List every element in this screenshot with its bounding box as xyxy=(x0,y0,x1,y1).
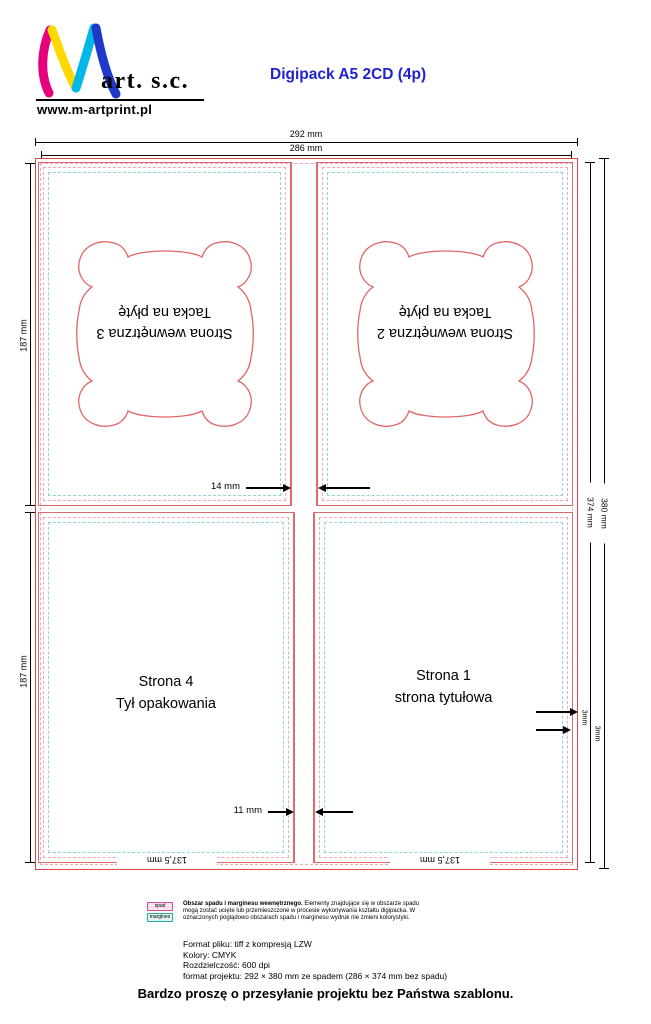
file-info-project-format: format projektu: 292 × 380 mm ze spadem … xyxy=(183,970,448,981)
spine-top-arrow-right-head xyxy=(318,484,326,492)
spine-top-arrow-left-head xyxy=(283,484,291,492)
spine-top-arrow-left-line xyxy=(246,487,283,489)
bleed-arrow-2-line xyxy=(536,729,563,731)
legend-title: Obszar spadu i marginesu wewnętrznego. xyxy=(183,901,303,907)
spine-bottom-arrow-left-line xyxy=(268,811,286,813)
bottom-right-width-label: 137,5 mm xyxy=(390,855,490,865)
spine-bottom-arrow-right-line xyxy=(323,811,353,813)
website-url: www.m-artprint.pl xyxy=(37,102,153,117)
spine-bottom-arrow-left-head xyxy=(286,808,294,816)
bleed-arrow-2-head xyxy=(563,726,571,734)
logo-divider xyxy=(36,99,204,101)
panel-1-line2: strona tytułowa xyxy=(394,690,493,706)
dim-width-outer-label: 292 mm xyxy=(256,129,356,139)
dim-tick xyxy=(571,151,572,159)
bleed-arrow-1-head xyxy=(570,708,578,716)
panel-2-line2: Tacka na płytę xyxy=(398,304,492,320)
file-info-format: Format pliku: tiff z kompresją LZW xyxy=(183,939,312,949)
brand-name: art. s.c. xyxy=(101,68,190,94)
spine-top-arrow-right-line xyxy=(326,487,370,489)
dim-tick xyxy=(599,868,609,869)
spine-bottom-arrow-right-head xyxy=(315,808,323,816)
panel-1-line1: Strona 1 xyxy=(416,668,471,684)
dim-width-inner-line xyxy=(41,155,572,156)
dim-tick xyxy=(25,512,35,513)
spine-bottom xyxy=(294,512,314,863)
dim-left-line-top xyxy=(30,163,31,506)
panel-inner-page-2: Strona wewnętrzna 2 Tacka na płytę xyxy=(317,162,573,506)
dim-tick xyxy=(25,505,35,506)
dim-height-inner-label: 374 mm xyxy=(584,482,596,543)
dim-tick xyxy=(577,138,578,146)
dim-tick xyxy=(585,862,595,863)
dim-width-outer-line xyxy=(35,142,578,143)
bottom-left-width-label: 137,5 mm xyxy=(117,855,217,865)
dim-width-inner-label: 286 mm xyxy=(256,143,356,153)
spine-top-width-label: 14 mm xyxy=(210,481,240,492)
dim-tick xyxy=(41,151,42,159)
disc-tray-cutout-icon xyxy=(357,241,535,427)
bleed-arrow-1-line xyxy=(536,711,570,713)
panel-4-label: Strona 4 Tył opakowania xyxy=(39,671,293,715)
page-title: Digipack A5 2CD (4p) xyxy=(270,66,427,83)
panel-3-line2: Tacka na płytę xyxy=(118,304,211,320)
panel-4-line1: Strona 4 xyxy=(138,674,194,690)
dim-left-line-bottom xyxy=(30,512,31,862)
panel-inner-page-3: Strona wewnętrzna 3 Tacka na płytę xyxy=(38,162,291,506)
panel-2-line1: Strona wewnętrzna 2 xyxy=(376,325,514,341)
file-info: Format pliku: tiff z kompresją LZW Kolor… xyxy=(183,939,447,981)
bleed-label-2: 3mm xyxy=(592,713,602,754)
template-sheet: Strona wewnętrzna 3 Tacka na płytę Stron… xyxy=(35,158,578,870)
file-info-resolution: Rozdzielczość: 600 dpi xyxy=(183,960,270,970)
panel-4-line2: Tył opakowania xyxy=(116,696,216,712)
panel-1-label: Strona 1 strona tytułowa xyxy=(315,665,572,709)
legend-swatch-spad: spad xyxy=(147,902,173,911)
bleed-label-1: 3mm xyxy=(579,697,589,738)
dim-panel-height-bottom-label: 187 mm xyxy=(18,641,30,702)
dim-tick xyxy=(599,158,609,159)
dim-tick xyxy=(35,138,36,146)
dim-tick xyxy=(25,862,35,863)
dim-panel-height-top-label: 187 mm xyxy=(18,305,30,366)
legend-body: Elementy znajdujące się w obszarze spadu… xyxy=(183,901,420,921)
disc-tray-cutout-icon xyxy=(76,241,254,427)
dim-tick xyxy=(585,162,595,163)
spine-top xyxy=(291,162,317,506)
spine-bottom-width-label: 11 mm xyxy=(233,805,262,816)
brand-logo-m-icon xyxy=(38,23,121,99)
footer-note: Bardzo proszę o przesyłanie projektu bez… xyxy=(137,986,514,1001)
legend-text: Obszar spadu i marginesu wewnętrznego. E… xyxy=(183,901,435,922)
dim-height-outer-label: 380 mm xyxy=(598,483,610,544)
panel-3-line1: Strona wewnętrzna 3 xyxy=(96,325,233,341)
file-info-colors: Kolory: CMYK xyxy=(183,949,237,960)
dim-tick xyxy=(25,163,35,164)
panel-3-label: Strona wewnętrzna 3 Tacka na płytę xyxy=(39,301,290,343)
panel-2-label: Strona wewnętrzna 2 Tacka na płytę xyxy=(318,301,572,343)
legend-swatch-margines: margines xyxy=(147,913,173,922)
